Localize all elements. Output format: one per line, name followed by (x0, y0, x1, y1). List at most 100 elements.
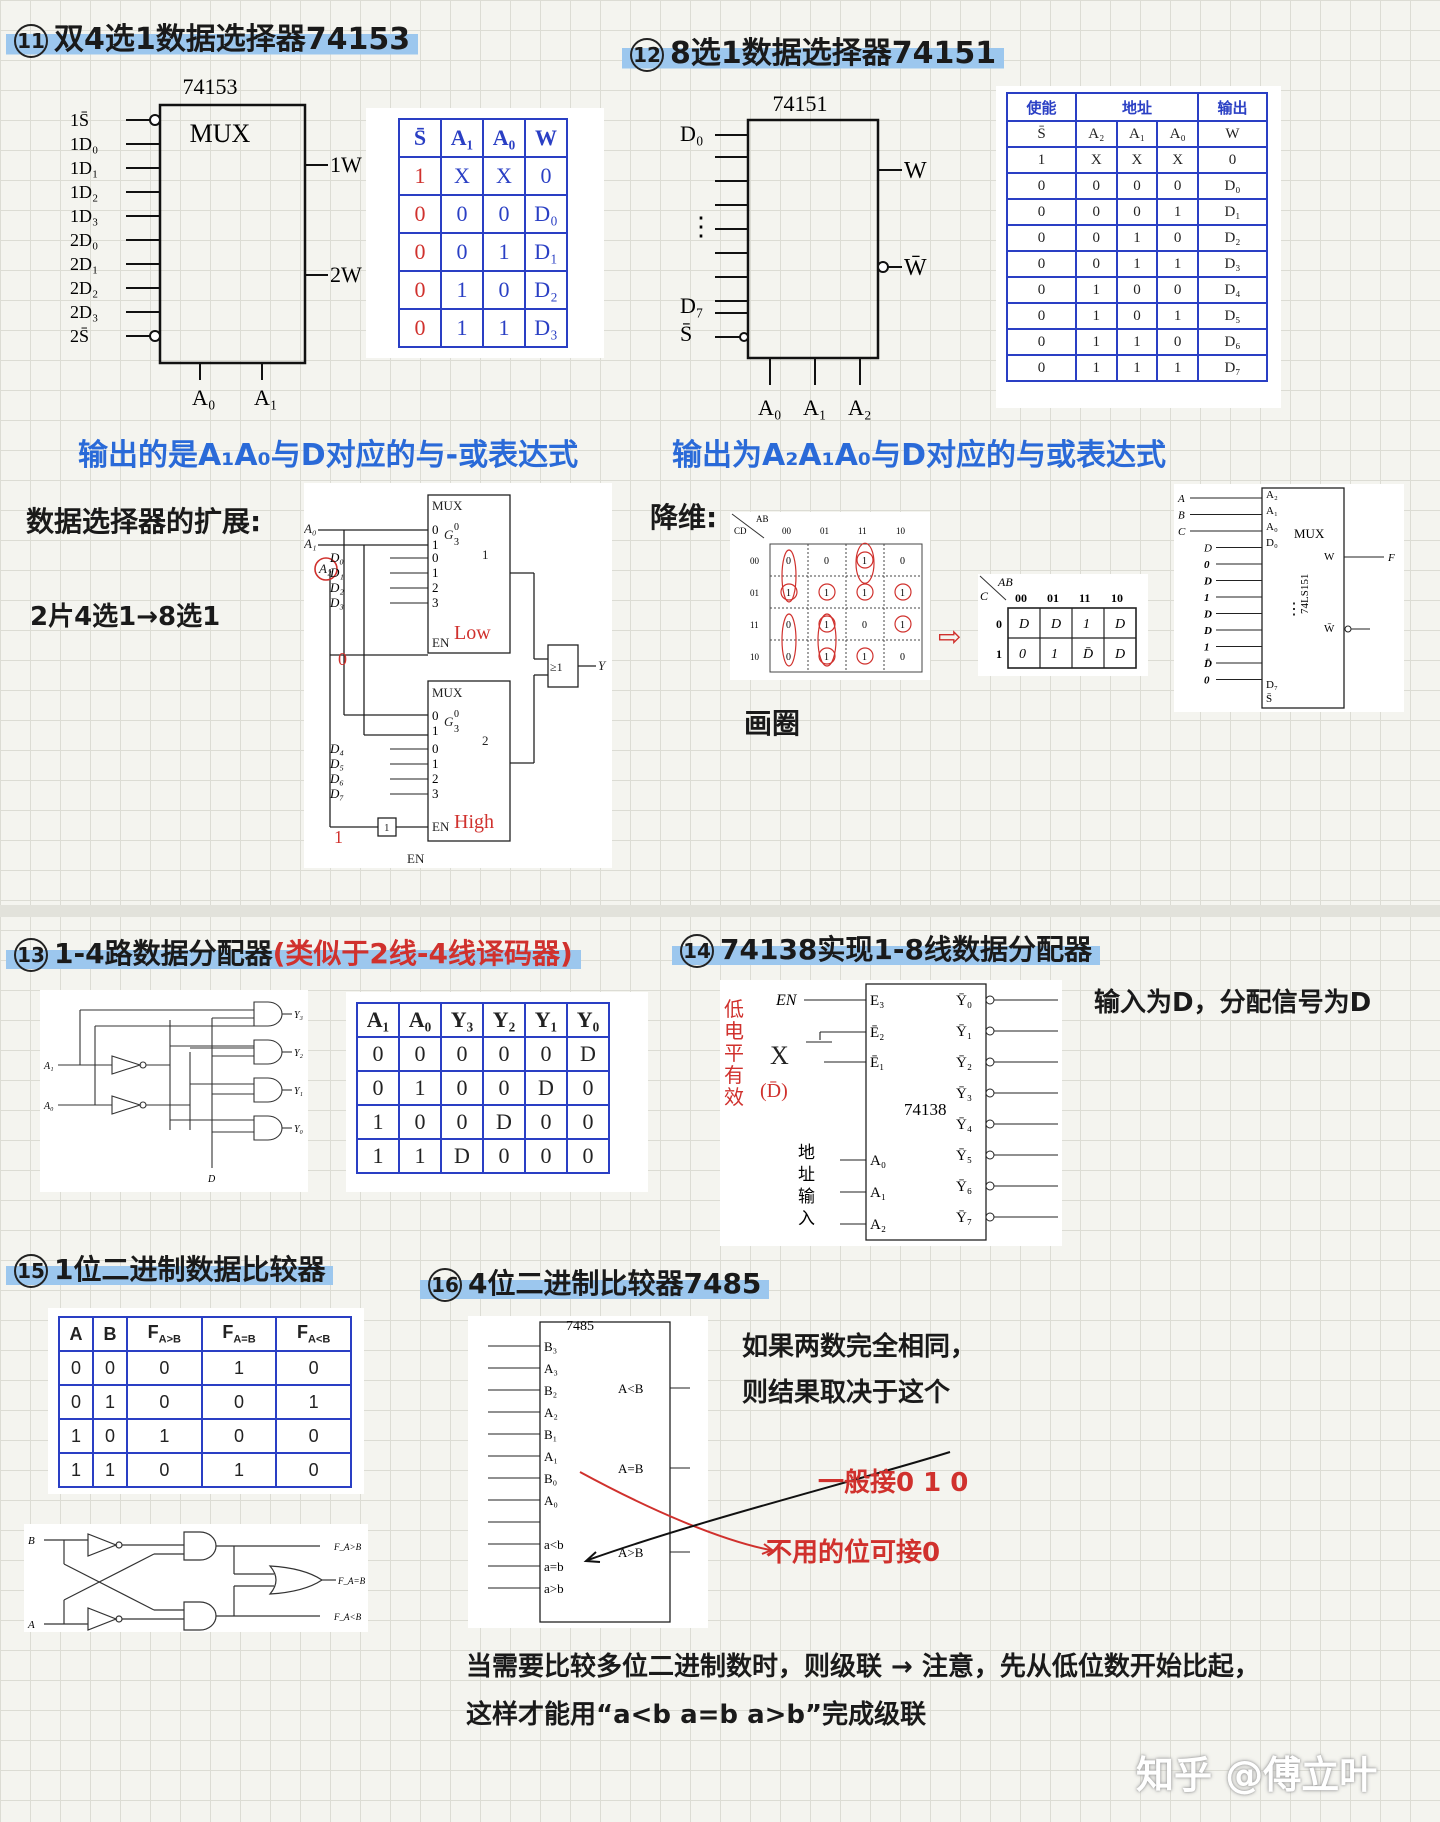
output-pin: Ȳ₄ (956, 1117, 972, 1133)
table-cell: X (1156, 146, 1199, 174)
table-cell: 1 (440, 308, 484, 348)
kmap-cell: 0 (824, 556, 829, 567)
ls-input-label: D (1203, 543, 1212, 555)
ls-wbar: W̄ (1324, 623, 1335, 635)
table-cell: 0 (566, 1104, 610, 1140)
table-cell: 0 (398, 194, 442, 234)
addr-a1: A₁ (803, 395, 827, 420)
ls-input-label: 0 (1204, 675, 1210, 687)
table-cell: 0 (524, 156, 568, 196)
table-cell: D (524, 1070, 568, 1106)
kmap-row-label: 01 (750, 588, 759, 598)
table-header-cell: A₁ (440, 118, 484, 158)
gate-in-a: A (27, 1619, 35, 1631)
kmap-cell: 1 (862, 652, 867, 663)
table-cell: D₂ (1196, 224, 1269, 252)
table-cell: D₅ (1196, 302, 1269, 330)
demux-gates: Y₃ Y₂ Y₁ Y₀ A₁ A₀ D (43, 1001, 304, 1185)
table-header-cell: FA=B (200, 1316, 278, 1352)
table-cell: 0 (398, 1036, 442, 1072)
chip-label: 74153 (183, 74, 238, 99)
table-cell: 1 (126, 1418, 203, 1454)
ls-pin: A₁ (1266, 505, 1278, 517)
section-title-text: 1-4路数据分配器 (54, 937, 273, 970)
table-cell: 0 (1006, 198, 1077, 226)
table-cell: 1 (58, 1452, 94, 1488)
kmap-cell: 0 (900, 556, 905, 567)
table-cell: D₁ (524, 232, 568, 272)
output-pin: Ȳ₅ (956, 1148, 972, 1164)
kmap-cell: 1 (824, 588, 829, 599)
table-cell: 0 (1156, 328, 1199, 356)
table-cell: 0 (1156, 276, 1199, 304)
kmap-row-label: 11 (750, 620, 759, 630)
table-cell: 0 (275, 1350, 352, 1386)
chip-label: 74151 (773, 91, 828, 116)
table-cell: 0 (482, 1138, 526, 1174)
input-label: 2S̄ (70, 326, 89, 346)
table-cell: 1 (92, 1384, 128, 1420)
chip-label: 7485 (566, 1319, 594, 1334)
section-title-red: (类似于2线-4线译码器) (272, 937, 573, 970)
table-cell: 0 (1115, 302, 1159, 330)
table-cell: X (440, 156, 484, 196)
or-gate-label: ≥1 (550, 660, 563, 674)
output-pin: Ȳ₀ (956, 993, 972, 1009)
left-pin: B₁ (544, 1427, 557, 1442)
d-input-label: D₃ (329, 595, 344, 610)
d-input-label: D₆ (329, 771, 344, 786)
table-cell: 1 (398, 1070, 442, 1106)
small-kmap-row: 0 (996, 617, 1002, 631)
kmap-cell: 1 (786, 588, 791, 599)
red-d-bar: (D̄) (760, 1080, 788, 1102)
table-header-cell: A₁ (1115, 120, 1159, 148)
table-cell: 1 (1074, 354, 1118, 382)
group-header-cell: 使能 (1006, 92, 1077, 122)
table-cell: 0 (356, 1036, 400, 1072)
left-pin: A₂ (544, 1405, 558, 1420)
table-cell: 1 (1074, 328, 1118, 356)
small-kmap-row: 1 (996, 647, 1002, 661)
table-header-cell: A (58, 1316, 94, 1352)
ls-input-label: B (1178, 510, 1185, 522)
small-kmap-cell: D (1114, 647, 1125, 662)
comparator-gates: B A F_A>B F_A=B F_A<B (27, 1531, 366, 1631)
kmap-col-label: 00 (782, 526, 792, 536)
output-w: W (904, 158, 927, 184)
enable-pin: E₃ (870, 993, 884, 1009)
gate-in-a0: A₀ (43, 1101, 54, 1112)
kmap-cell: 1 (824, 620, 829, 631)
kmap-cell: 1 (862, 556, 867, 567)
table-cell: 0 (1006, 250, 1077, 278)
table-cell: 1 (58, 1418, 94, 1454)
table-cell: 0 (1006, 172, 1077, 200)
table-cell: 0 (356, 1070, 400, 1106)
small-kmap-cell: 1 (1051, 647, 1058, 662)
select-pin: 0 (432, 708, 439, 723)
pin-number: 2 (432, 771, 439, 786)
table-header-cell: FA>B (126, 1316, 203, 1352)
ls-input-label: D (1203, 609, 1212, 621)
table-header-cell: S̄ (1006, 120, 1077, 148)
input-label: 2D₂ (70, 278, 98, 298)
table-cell: 0 (1074, 172, 1118, 200)
addr-a0: A₀ (192, 385, 216, 410)
kmap-cell: 1 (824, 652, 829, 663)
table-header-cell: A₀ (482, 118, 526, 158)
d-input-label: D₅ (329, 756, 344, 771)
frac-top: 0 (454, 522, 459, 533)
small-kmap-cell: 1 (1083, 617, 1090, 632)
pin-number: 1 (432, 756, 439, 771)
